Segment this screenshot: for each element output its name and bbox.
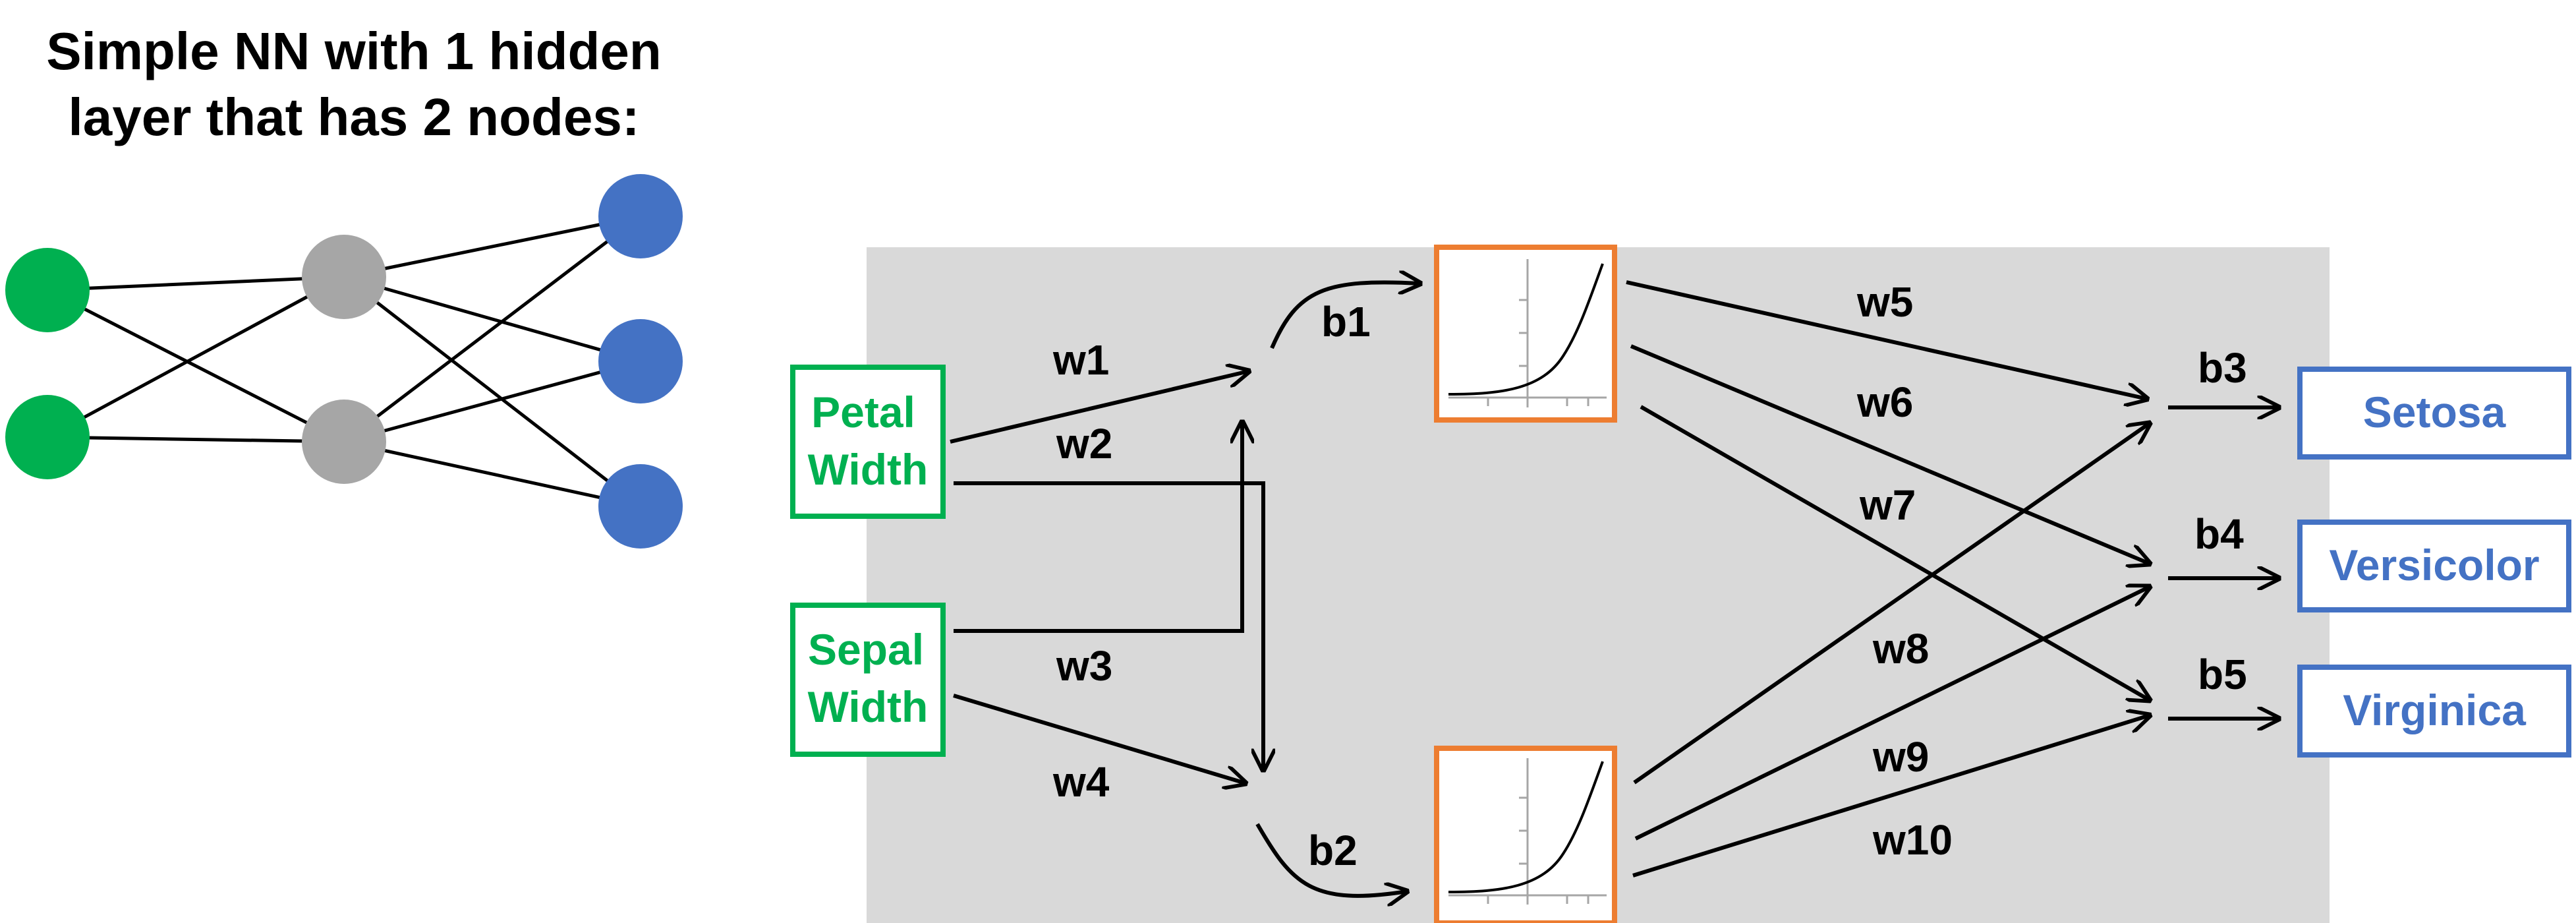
small-output-node [598, 174, 683, 258]
small-input-node [5, 248, 90, 332]
output-box-setosa: Setosa [2297, 367, 2571, 460]
weight-label-w1: w1 [1052, 336, 1109, 384]
bias-label-b4: b4 [2194, 510, 2244, 558]
arrow-w7 [1640, 405, 2150, 700]
bias-label-b2: b2 [1308, 827, 1358, 874]
arrow-w2 [954, 481, 1263, 770]
arrow-w9 [1634, 587, 2150, 841]
output-label: Versicolor [2329, 541, 2539, 589]
arrow-w6 [1630, 344, 2150, 564]
weight-label-w6: w6 [1856, 378, 1913, 426]
small-input-node [5, 395, 90, 479]
activation-curve [1448, 263, 1604, 396]
input-box-petal-width: Petal Width [790, 365, 946, 519]
arrow-w8 [1633, 423, 2150, 785]
bias-arrow-b2 [1255, 823, 1407, 896]
input-label-line-2: Width [808, 682, 929, 731]
small-network-edges [46, 214, 642, 508]
weight-label-w4: w4 [1052, 758, 1110, 806]
weight-label-w7: w7 [1859, 481, 1916, 529]
arrow-w4 [953, 694, 1245, 783]
hidden-node-1-activation [1434, 245, 1617, 423]
weight-label-w2: w2 [1056, 420, 1112, 467]
activation-curve [1448, 761, 1604, 893]
weight-label-w10: w10 [1872, 816, 1953, 864]
input-box-sepal-width: Sepal Width [790, 603, 946, 757]
weight-label-w8: w8 [1872, 625, 1929, 672]
input-label-line-1: Sepal [808, 625, 924, 674]
small-hidden-node [302, 235, 386, 319]
output-box-virginica: Virginica [2297, 665, 2571, 758]
small-output-node [598, 464, 683, 549]
weight-label-w9: w9 [1872, 733, 1929, 781]
small-network-schematic [5, 174, 683, 549]
hidden-node-2-activation [1434, 746, 1617, 923]
arrow-w3 [954, 422, 1242, 633]
weight-label-w3: w3 [1056, 642, 1112, 690]
arrow-w1 [950, 371, 1249, 444]
arrow-w10 [1632, 715, 2150, 878]
small-output-node [598, 319, 683, 403]
output-label: Setosa [2363, 388, 2507, 436]
arrow-w5 [1626, 280, 2147, 399]
hidden-to-output-connections [1626, 280, 2150, 878]
output-box-versicolor: Versicolor [2297, 520, 2571, 612]
bias-labels: b1 b2 b3 b4 b5 [1308, 298, 2247, 874]
weight-labels: w1 w2 w3 w4 w5 w6 w7 w8 w9 w10 [1052, 278, 1953, 864]
input-to-hidden-connections [950, 371, 1263, 783]
small-hidden-node [302, 400, 386, 484]
bias-label-b1: b1 [1321, 298, 1371, 345]
diagram-title-line-2: layer that has 2 nodes: [69, 88, 640, 146]
bias-label-b3: b3 [2198, 344, 2247, 392]
input-label-line-2: Width [808, 445, 929, 494]
bias-arrow-b1 [1270, 282, 1420, 349]
diagram-title-line-1: Simple NN with 1 hidden [46, 22, 661, 80]
output-bias-arrows [2168, 407, 2279, 719]
weight-label-w5: w5 [1856, 278, 1913, 326]
output-label: Virginica [2343, 686, 2527, 734]
bias-label-b5: b5 [2198, 651, 2247, 698]
input-label-line-1: Petal [811, 388, 915, 436]
